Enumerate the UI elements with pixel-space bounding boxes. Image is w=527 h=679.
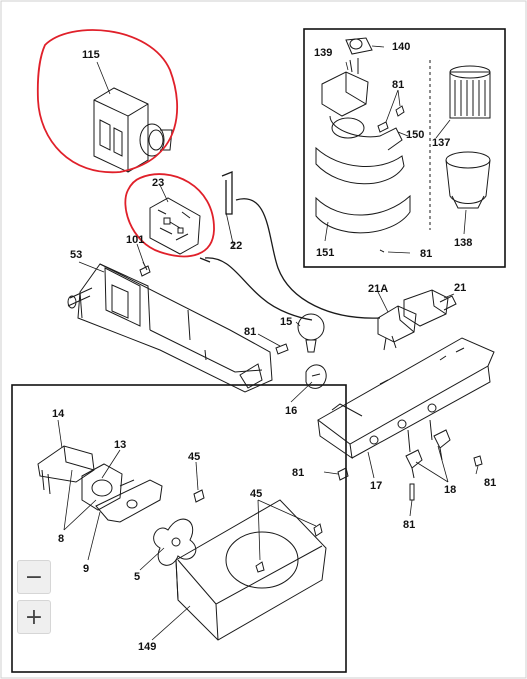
- zoom-in-button[interactable]: +: [17, 600, 51, 634]
- part-23-board: [149, 197, 201, 255]
- label-138: 138: [454, 237, 472, 249]
- label-21A: 21A: [368, 283, 388, 295]
- housing-53: [67, 263, 273, 393]
- part-15-bulb: [297, 313, 325, 353]
- label-151: 151: [316, 247, 334, 259]
- label-81-f: 81: [420, 248, 432, 260]
- label-81-b: 81: [292, 467, 304, 479]
- label-45-a: 45: [188, 451, 200, 463]
- label-140: 140: [392, 41, 410, 53]
- part-101-screw: [139, 261, 151, 277]
- leader-lines: [57, 45, 479, 641]
- highlight-circle-23: [124, 173, 215, 258]
- part-81-screw-a: [275, 343, 289, 355]
- part-18-clips: [405, 429, 451, 479]
- part-21-valves: [377, 289, 457, 351]
- filter-assembly: [315, 37, 491, 253]
- label-149: 149: [138, 641, 156, 653]
- label-9: 9: [83, 563, 89, 575]
- inset-box-fan: [11, 384, 347, 673]
- highlight-circle-115: [36, 29, 179, 174]
- label-15: 15: [280, 316, 292, 328]
- label-17: 17: [370, 480, 382, 492]
- label-150: 150: [406, 129, 424, 141]
- label-5: 5: [134, 571, 140, 583]
- label-16: 16: [285, 405, 297, 417]
- label-14: 14: [52, 408, 65, 420]
- label-139: 139: [314, 47, 332, 59]
- label-101: 101: [126, 234, 144, 246]
- label-8: 8: [58, 533, 64, 545]
- part-115: [93, 87, 173, 173]
- part-17-bracket: [317, 337, 495, 460]
- part-22-tube: [199, 171, 381, 321]
- label-81-e: 81: [392, 79, 404, 91]
- label-13: 13: [114, 439, 126, 451]
- label-81-a: 81: [244, 326, 256, 338]
- label-22: 22: [230, 240, 242, 252]
- part-16-socket: [305, 364, 327, 389]
- label-115: 115: [82, 49, 100, 61]
- label-23: 23: [152, 177, 164, 189]
- label-53: 53: [70, 249, 82, 261]
- fan-assembly: [37, 445, 327, 641]
- label-81-d: 81: [403, 519, 415, 531]
- label-18: 18: [444, 484, 456, 496]
- part-81-screws: [337, 455, 483, 501]
- zoom-out-button[interactable]: −: [17, 560, 51, 594]
- label-21: 21: [454, 282, 466, 294]
- label-81-c: 81: [484, 477, 496, 489]
- label-45-b: 45: [250, 488, 262, 500]
- inset-box-filter: [303, 28, 506, 268]
- label-137: 137: [432, 137, 450, 149]
